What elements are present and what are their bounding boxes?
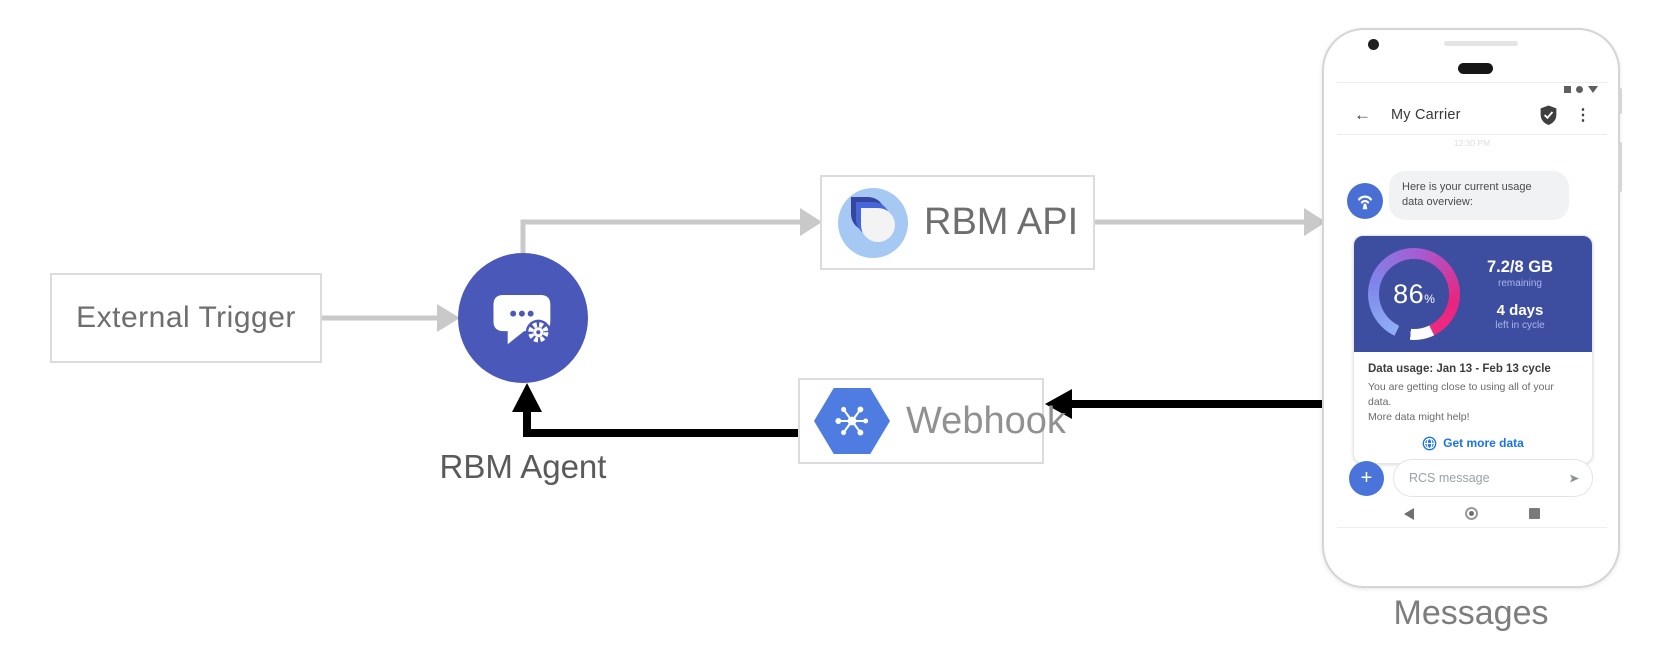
rcs-message-input[interactable] — [1409, 471, 1570, 485]
conversation-header: ← My Carrier ⋮ — [1337, 97, 1607, 133]
agent-message-bubble: Here is your current usage data overview… — [1389, 171, 1569, 220]
back-triangle-icon[interactable] — [1404, 507, 1414, 520]
phone-mockup: ← My Carrier ⋮ 12:30 PM — [1322, 28, 1622, 588]
send-arrow-icon[interactable] — [1570, 471, 1579, 486]
volume-button — [1618, 142, 1622, 192]
arrow-agent-to-api — [520, 208, 822, 253]
shield-check-icon — [1540, 105, 1557, 125]
overflow-menu-icon[interactable]: ⋮ — [1575, 107, 1591, 124]
usage-percent-unit: % — [1424, 291, 1435, 306]
external-trigger-label: External Trigger — [76, 301, 296, 334]
android-nav-bar — [1337, 507, 1607, 520]
triangle-down-icon — [1588, 86, 1598, 93]
back-arrow-icon[interactable]: ← — [1354, 105, 1371, 124]
get-more-data-button[interactable]: Get more data — [1368, 436, 1578, 451]
header-divider — [1337, 134, 1607, 135]
message-compose-field[interactable] — [1393, 459, 1593, 497]
recents-square-icon[interactable] — [1529, 508, 1540, 519]
attach-button[interactable]: + — [1349, 461, 1384, 496]
usage-stats: 7.2/8 GB remaining 4 days left in cycle — [1462, 258, 1578, 331]
home-circle-icon[interactable] — [1465, 507, 1478, 520]
usage-card-body-line1: You are getting close to using all of yo… — [1368, 381, 1554, 409]
phone-screen: ← My Carrier ⋮ 12:30 PM — [1337, 82, 1607, 528]
rbm-agent-node — [458, 253, 588, 383]
conversation-title: My Carrier — [1391, 107, 1461, 123]
usage-gauge: 86 % — [1368, 248, 1460, 340]
pubsub-hexagon-icon — [814, 388, 890, 454]
usage-card-top: 86 % 7.2/8 GB remaining 4 days left in c… — [1354, 236, 1592, 352]
usage-card-title: Data usage: Jan 13 - Feb 13 cycle — [1368, 363, 1551, 375]
arrow-phone-to-webhook — [1045, 389, 1322, 419]
cycle-value: 4 days — [1496, 301, 1544, 319]
arrow-webhook-to-agent — [512, 383, 798, 437]
get-more-data-label: Get more data — [1443, 436, 1524, 451]
speaker-slot — [1444, 41, 1518, 46]
earpiece — [1458, 63, 1493, 74]
webhook-label: Webhook — [906, 399, 1066, 442]
messages-caption: Messages — [1393, 594, 1549, 632]
rbm-agent-label: RBM Agent — [439, 448, 607, 485]
camera-dot — [1368, 39, 1379, 50]
remaining-value: 7.2/8 GB — [1486, 257, 1554, 276]
usage-card-body-line2: More data might help! — [1368, 411, 1470, 424]
square-icon — [1564, 86, 1571, 93]
usage-rich-card: 86 % 7.2/8 GB remaining 4 days left in c… — [1353, 235, 1593, 464]
power-button — [1618, 88, 1622, 114]
dot-icon — [1576, 86, 1583, 93]
usage-card-bottom: Data usage: Jan 13 - Feb 13 cycle You ar… — [1354, 352, 1592, 463]
globe-icon — [1422, 436, 1437, 451]
remaining-label: remaining — [1498, 277, 1542, 289]
status-bar — [1564, 86, 1598, 93]
external-trigger-node: External Trigger — [50, 273, 322, 363]
chat-bubble-with-gear-icon — [493, 295, 551, 345]
timestamp: 12:30 PM — [1453, 138, 1491, 148]
rbm-api-label: RBM API — [924, 201, 1079, 243]
usage-percent: 86 — [1393, 278, 1425, 309]
arrow-api-to-phone — [1095, 208, 1326, 236]
carrier-avatar — [1347, 183, 1383, 219]
carrier-antenna-icon — [1357, 195, 1373, 210]
rbm-drop-logo — [838, 187, 908, 258]
arrow-trigger-to-agent — [322, 304, 460, 332]
webhook-node: Webhook — [798, 378, 1066, 464]
rbm-api-node: RBM API — [820, 175, 1095, 270]
cycle-label: left in cycle — [1495, 319, 1545, 331]
